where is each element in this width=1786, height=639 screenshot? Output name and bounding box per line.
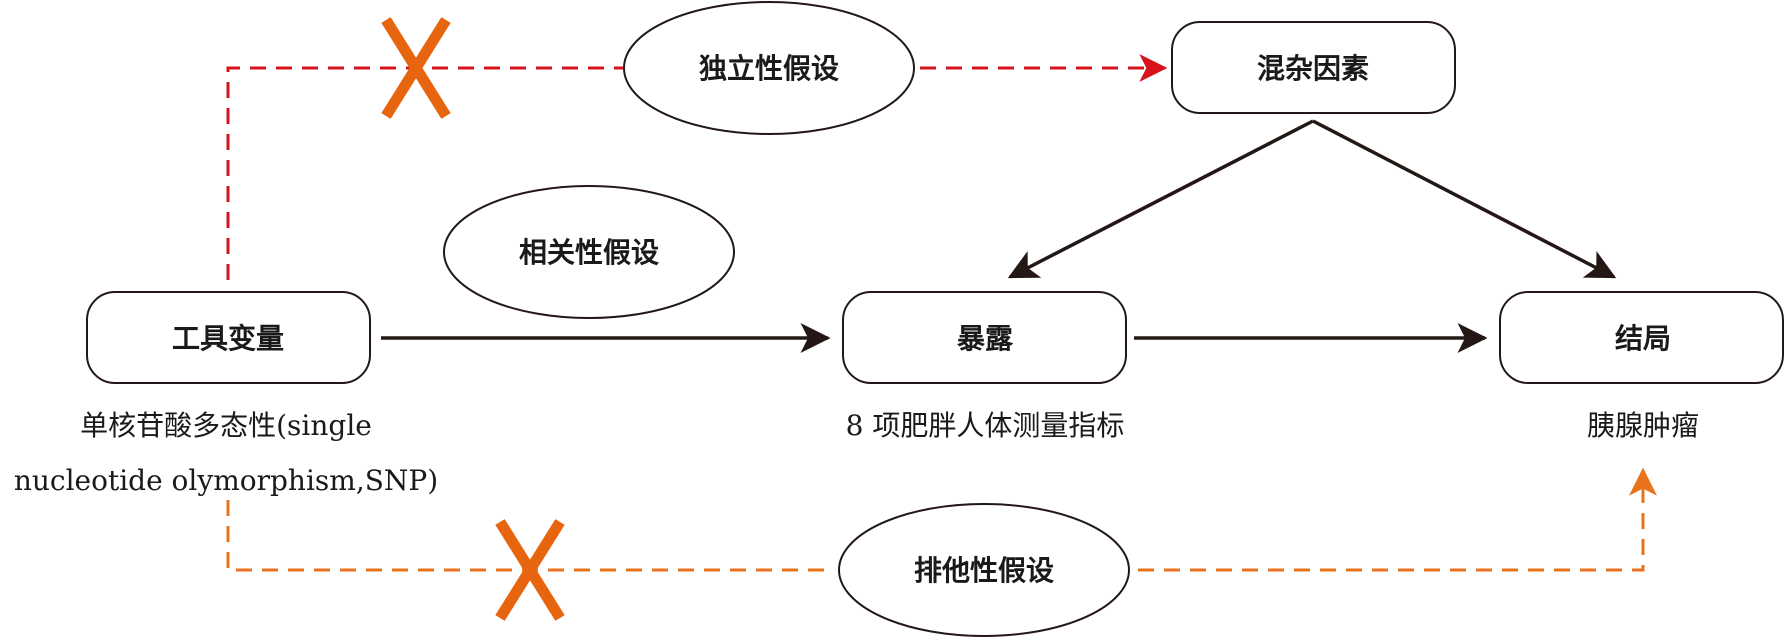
outcome-caption: 胰腺肿瘤 bbox=[1587, 409, 1699, 442]
exposure-box bbox=[842, 291, 1127, 384]
outcome-label: 结局 bbox=[1615, 322, 1671, 355]
exclusion-arrow bbox=[1138, 467, 1657, 572]
exclusion-path bbox=[226, 500, 830, 572]
exclusion-cross-icon bbox=[495, 519, 565, 621]
instrument-box bbox=[86, 291, 371, 384]
exclusion-ellipse bbox=[838, 503, 1130, 637]
instrument-caption-line1: 单核苷酸多态性(single bbox=[80, 409, 372, 442]
outcome-box bbox=[1499, 291, 1784, 384]
relevance-label: 相关性假设 bbox=[519, 236, 659, 269]
independence-cross-icon bbox=[381, 17, 451, 119]
instrument-caption-line2: nucleotide olymorphism,SNP) bbox=[14, 464, 438, 497]
exposure-caption: 8 项肥胖人体测量指标 bbox=[846, 409, 1125, 442]
confounder-label: 混杂因素 bbox=[1257, 52, 1369, 85]
independence-ellipse bbox=[623, 1, 915, 135]
confounder-box bbox=[1171, 21, 1456, 114]
independence-path bbox=[226, 66, 623, 280]
relevance-ellipse bbox=[443, 185, 735, 319]
exposure-label: 暴露 bbox=[957, 322, 1014, 355]
instrument-label: 工具变量 bbox=[172, 322, 284, 355]
exclusion-label: 排他性假设 bbox=[914, 554, 1054, 587]
independence-label: 独立性假设 bbox=[699, 52, 839, 85]
confounder-to-outcome-arrow bbox=[1312, 119, 1617, 279]
confounder-to-exposure-arrow bbox=[1007, 119, 1314, 279]
